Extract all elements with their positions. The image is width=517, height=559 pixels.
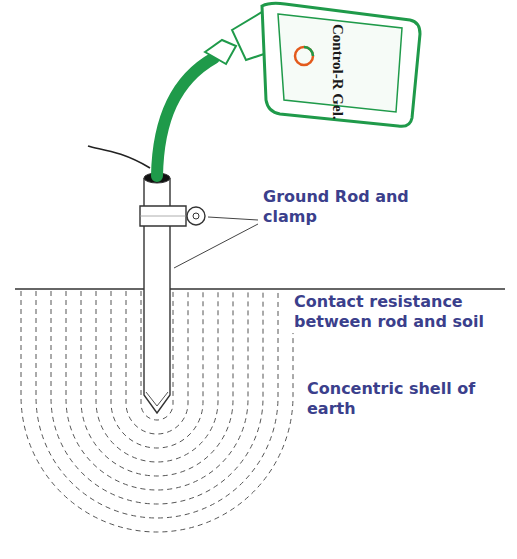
clamp-edge	[140, 216, 186, 217]
clamp-bolt-hole	[193, 213, 199, 219]
bottle-label: Control-R Gel.	[329, 24, 346, 120]
ground-surface	[15, 288, 505, 289]
gel-stream	[157, 58, 214, 176]
ground-wire	[88, 146, 150, 168]
part-label: Contact resistance between rod and soil	[292, 291, 511, 333]
leader-line	[174, 224, 258, 268]
gel-bottle	[205, 3, 420, 126]
clamp-bolt	[187, 207, 205, 225]
rod-tip	[146, 392, 168, 406]
part-label: Ground Rod and clamp	[261, 186, 445, 228]
leader-line	[208, 217, 258, 220]
rod-clamp	[140, 206, 186, 226]
part-label: Concentric shell of earth	[305, 378, 479, 420]
